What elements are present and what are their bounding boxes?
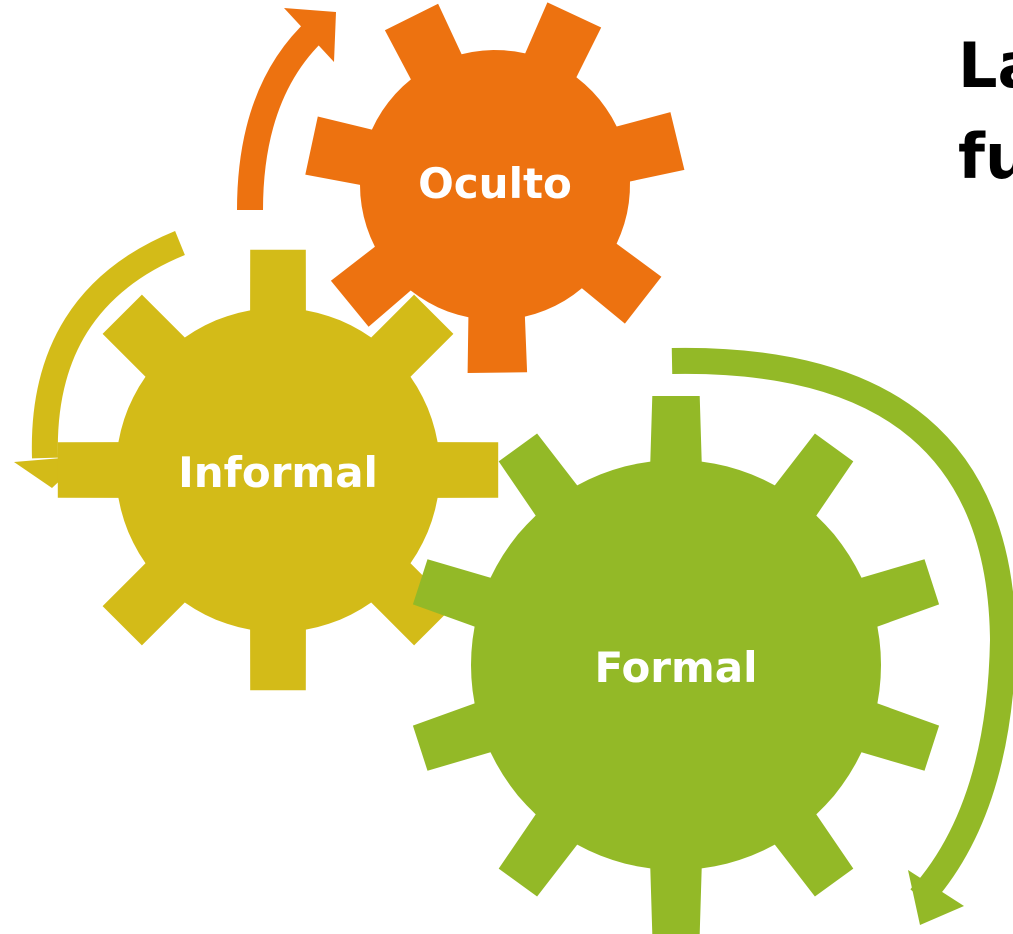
gear-informal-body xyxy=(57,249,499,691)
gear-informal-label: Informal xyxy=(178,448,378,497)
oculto-arrowhead xyxy=(284,8,336,62)
formal-rotation-arrow xyxy=(671,347,1013,907)
rotation-arrows xyxy=(14,8,1013,925)
gear-oculto-body xyxy=(305,2,685,374)
gear-oculto-label: Oculto xyxy=(418,159,572,208)
oculto-rotation-arrow xyxy=(237,18,327,211)
gear-informal: Informal xyxy=(57,249,499,691)
gear-formal-body xyxy=(412,396,940,934)
informal-rotation-arrow xyxy=(31,230,185,459)
title-line-1: La xyxy=(958,29,1013,102)
formal-arrowhead xyxy=(908,870,964,925)
gear-oculto: Oculto xyxy=(305,2,685,374)
title-line-2: fu xyxy=(958,120,1013,193)
gear-formal-label: Formal xyxy=(594,643,757,692)
gear-formal: Formal xyxy=(412,396,940,934)
